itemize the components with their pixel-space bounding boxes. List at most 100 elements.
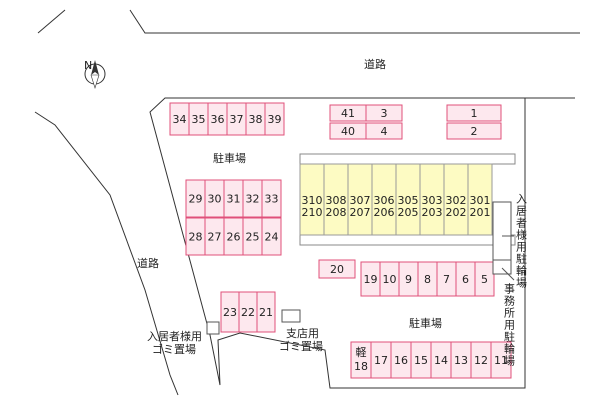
parking-space-17: 17 <box>370 341 392 379</box>
parking-space-box <box>318 259 356 279</box>
parking-space-number: 20 <box>330 263 344 276</box>
parking-space-number: 18 <box>354 360 368 373</box>
parking-space-39: 39 <box>264 102 285 136</box>
parking-space-32: 32 <box>242 179 263 218</box>
parking-space-number: 32 <box>246 193 260 206</box>
bike-office-label: 事務所用駐輪場 <box>503 283 516 367</box>
parking-space-13: 13 <box>450 341 472 379</box>
parking-space-number: 28 <box>189 231 203 244</box>
building-unit-number-upper: 306 <box>374 194 395 207</box>
building-unit-number-lower: 208 <box>326 206 347 219</box>
parking-space-34: 34 <box>169 102 190 136</box>
building-unit-number-upper: 308 <box>326 194 347 207</box>
parking-space-number: 1 <box>471 107 478 120</box>
parking-space-number: 14 <box>434 354 448 367</box>
parking-space-38: 38 <box>245 102 266 136</box>
parking-space-number: 26 <box>227 231 241 244</box>
building-unit-number-lower: 206 <box>374 206 395 219</box>
building-unit-number-lower: 210 <box>302 206 323 219</box>
parking-space-軽18: 軽18 <box>350 341 372 379</box>
garbage-resident-label-1: 入居者様用 <box>147 329 202 343</box>
parking-space-number: 39 <box>268 113 282 126</box>
parking-space-box <box>261 217 282 256</box>
parking-space-22: 22 <box>238 291 258 333</box>
parking-space-27: 27 <box>204 217 225 256</box>
building-units: 3102103082083072073062063052053032033022… <box>299 163 493 236</box>
parking-space-9: 9 <box>398 261 419 297</box>
parking-space-28: 28 <box>185 217 206 256</box>
parking-space-29: 29 <box>185 179 206 218</box>
parking-space-number: 19 <box>364 273 378 286</box>
parking-space-number: 軽 <box>356 346 367 359</box>
building-unit-number-upper: 303 <box>422 194 443 207</box>
parking-space-number: 41 <box>341 107 355 120</box>
parking-area-label-top: 駐車場 <box>213 151 246 165</box>
parking-space-37: 37 <box>226 102 247 136</box>
parking-space-15: 15 <box>410 341 432 379</box>
garbage-branch-label-2: ゴミ置場 <box>279 339 323 353</box>
parking-space-number: 12 <box>474 354 488 367</box>
road-label-top: 道路 <box>364 57 386 71</box>
parking-space-11: 11 <box>490 341 512 379</box>
parking-space-2: 2 <box>446 122 502 140</box>
bike-resident-label: 入居者様用駐輪場 <box>515 193 528 289</box>
bike-parking-resident <box>492 201 512 261</box>
building-unit-box <box>299 163 325 236</box>
parking-space-20: 20 <box>318 259 356 279</box>
parking-space-box <box>490 341 512 379</box>
building-unit-number-upper: 301 <box>470 194 491 207</box>
parking-space-number: 17 <box>374 354 388 367</box>
parking-space-number: 27 <box>208 231 222 244</box>
parking-space-number: 16 <box>394 354 408 367</box>
building-unit-box <box>395 163 421 236</box>
building-unit-number-lower: 203 <box>422 206 443 219</box>
parking-space-number: 40 <box>341 125 355 138</box>
bike-parking <box>492 201 515 281</box>
parking-area-label-bottom: 駐車場 <box>409 316 442 330</box>
parking-space-box <box>365 104 403 122</box>
parking-space-5: 5 <box>474 261 495 297</box>
parking-space-number: 2 <box>471 125 478 138</box>
parking-space-box <box>446 122 502 140</box>
garbage-area-resident <box>206 321 220 335</box>
building-unit-number-lower: 205 <box>398 206 419 219</box>
parking-space-box <box>256 291 276 333</box>
building-unit-number-upper: 305 <box>398 194 419 207</box>
parking-space-33: 33 <box>261 179 282 218</box>
parking-space-4: 4 <box>365 122 403 140</box>
apartment-building: 3102103082083072073062063052053032033022… <box>299 153 516 246</box>
parking-space-box <box>261 179 282 218</box>
garbage-branch-label-1: 支店用 <box>286 326 319 340</box>
parking-space-box <box>474 261 495 297</box>
parking-space-number: 3 <box>381 107 388 120</box>
parking-space-number: 24 <box>265 231 279 244</box>
parking-space-number: 37 <box>230 113 244 126</box>
parking-space-number: 9 <box>405 273 412 286</box>
building-unit-box <box>323 163 349 236</box>
building-walkway-bottom <box>299 234 516 246</box>
parking-space-box <box>446 104 502 122</box>
parking-space-number: 34 <box>173 113 187 126</box>
parking-space-7: 7 <box>436 261 457 297</box>
parking-space-26: 26 <box>223 217 244 256</box>
parking-space-1: 1 <box>446 104 502 122</box>
building-walkway-top <box>299 153 516 165</box>
parking-space-10: 10 <box>379 261 400 297</box>
building-unit-number-upper: 310 <box>302 194 323 207</box>
parking-space-number: 22 <box>241 306 255 319</box>
building-unit-box <box>443 163 469 236</box>
bike-parking-office <box>492 259 512 275</box>
garbage-resident-label-2: ゴミ置場 <box>152 342 196 356</box>
parking-space-35: 35 <box>188 102 209 136</box>
parking-space-number: 6 <box>462 273 469 286</box>
building-unit-number-upper: 307 <box>350 194 371 207</box>
parking-space-number: 30 <box>208 193 222 206</box>
parking-space-24: 24 <box>261 217 282 256</box>
building-unit-box <box>347 163 373 236</box>
